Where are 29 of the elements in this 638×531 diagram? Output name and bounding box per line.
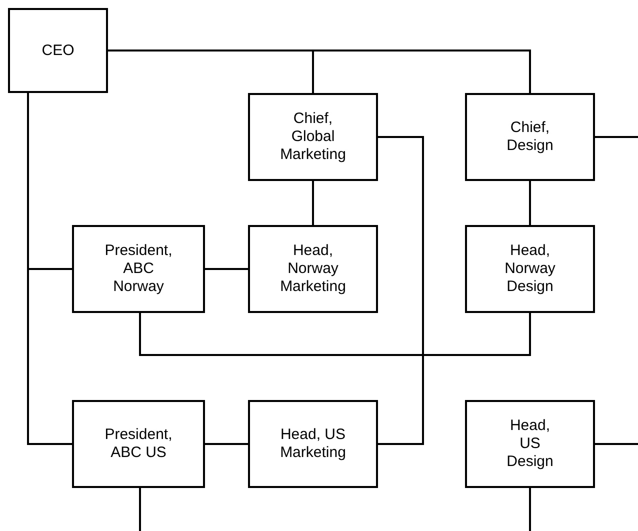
connector-line: [139, 313, 531, 356]
org-box: [72, 225, 205, 313]
connector-line: [529, 181, 531, 225]
connector-line: [529, 488, 531, 531]
connector-line: [205, 268, 248, 270]
connector-line: [595, 136, 638, 138]
connector-line: [595, 443, 638, 445]
role-title: Chief, Design: [506, 119, 554, 155]
connector-line: [27, 93, 72, 445]
role-title: Head, Norway Design: [504, 242, 556, 296]
connector-line: [205, 443, 248, 445]
role-title: Head, US Design: [506, 417, 554, 471]
org-box: [465, 400, 595, 488]
org-box: [72, 400, 205, 488]
role-title: President, ABC Norway: [104, 242, 172, 296]
connector-line: [312, 181, 314, 225]
role-title: Chief, Global Marketing: [280, 110, 346, 164]
org-box: [465, 93, 595, 181]
org-box: [8, 8, 108, 93]
org-box: [465, 225, 595, 313]
role-title: Head, US Marketing: [279, 426, 347, 462]
role-title: Head, Norway Marketing: [280, 242, 346, 296]
connector-line: [378, 136, 424, 445]
role-title: President, ABC US: [104, 426, 174, 462]
connector-line: [139, 488, 141, 531]
org-box: [248, 400, 378, 488]
org-box: [248, 93, 378, 181]
org-box: [248, 225, 378, 313]
role-title: CEO: [42, 42, 74, 60]
